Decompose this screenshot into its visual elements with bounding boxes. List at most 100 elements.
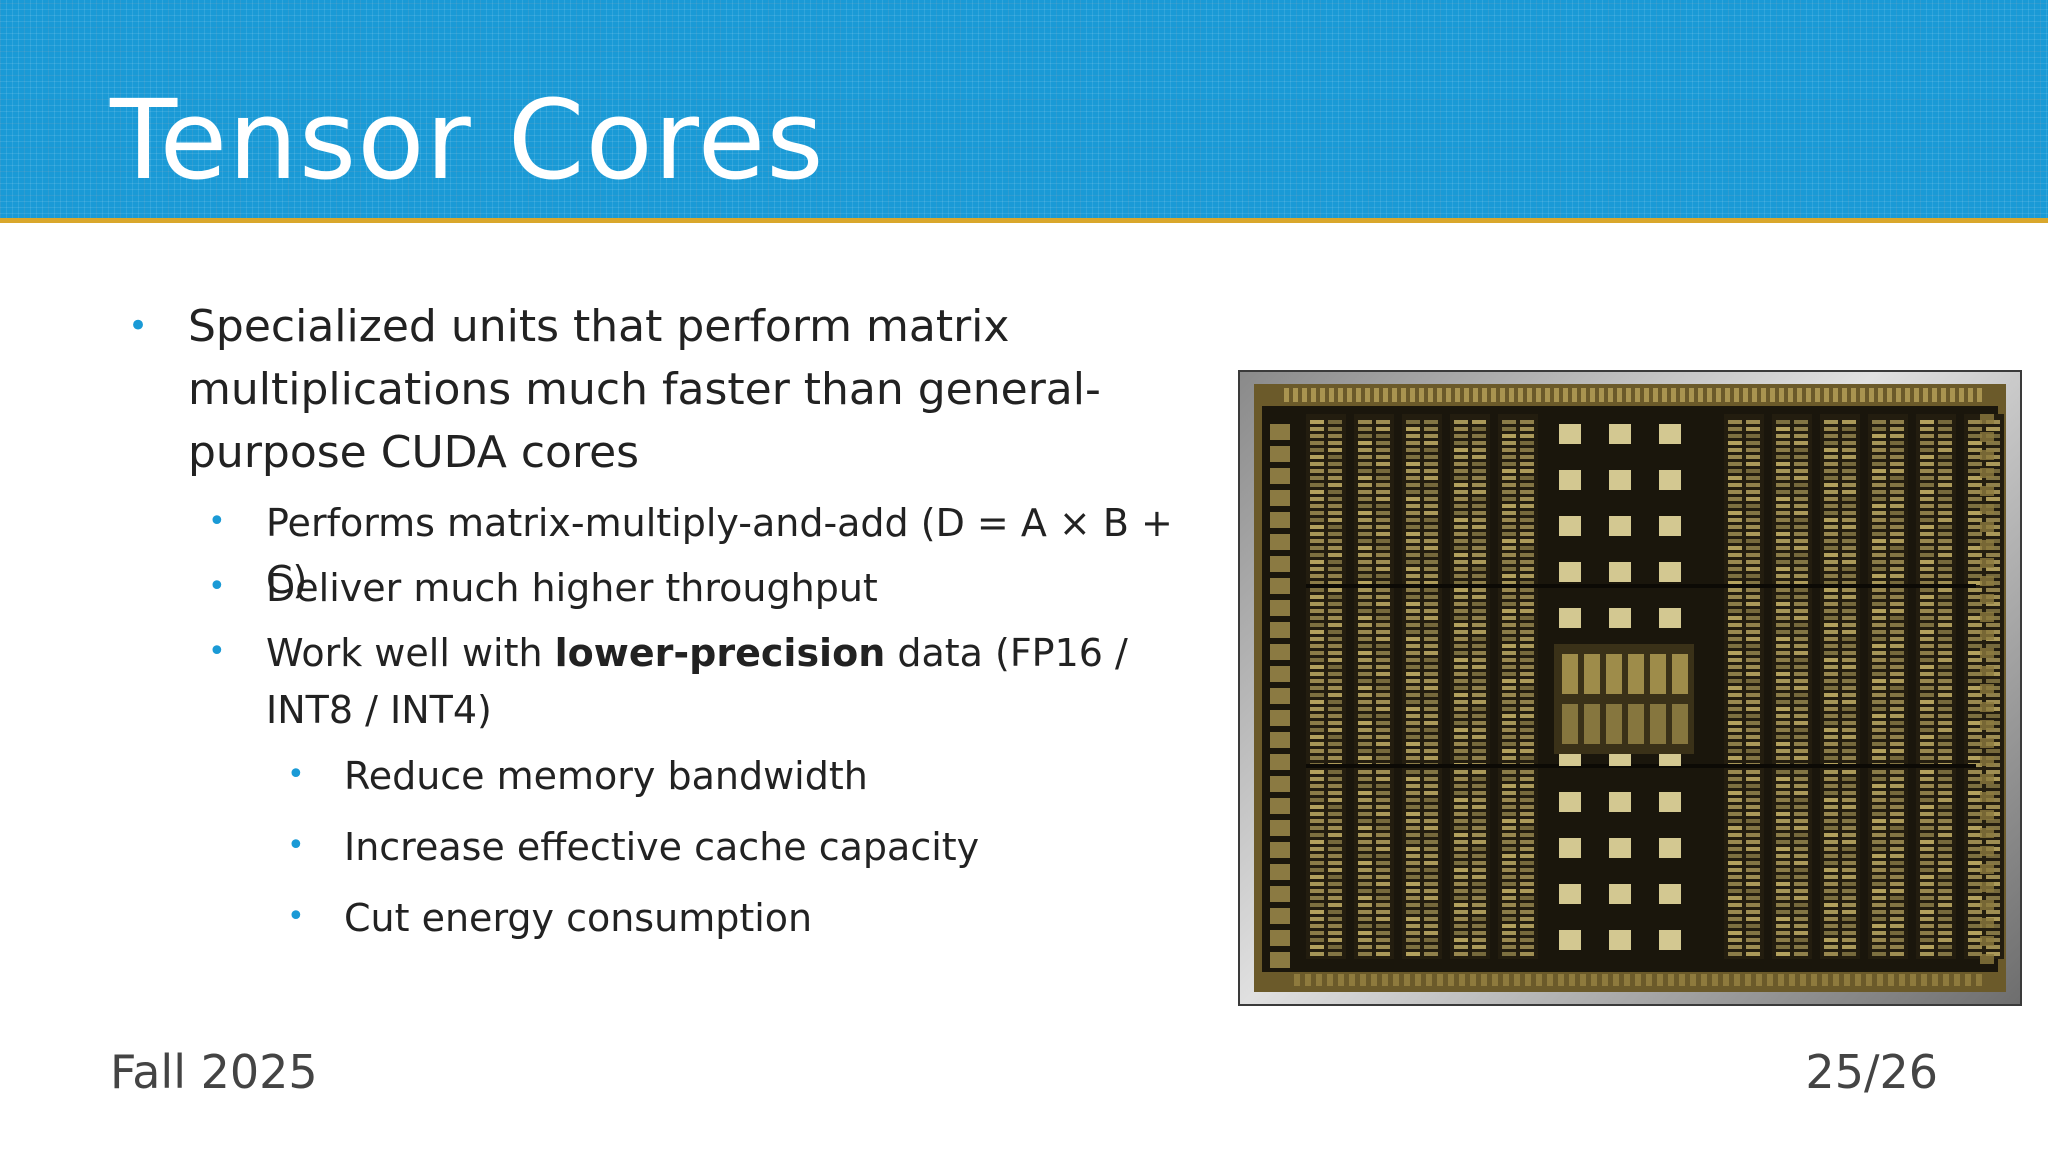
die-block <box>1794 567 1808 571</box>
die-block <box>1358 637 1372 641</box>
die-block <box>1376 805 1390 809</box>
die-block <box>1968 588 1982 592</box>
die-block <box>1520 819 1534 823</box>
die-block <box>1602 974 1608 986</box>
die-block <box>1938 812 1952 816</box>
die-block <box>1968 875 1982 879</box>
die-block <box>1472 819 1486 823</box>
die-block <box>1776 644 1790 648</box>
die-block <box>1376 945 1390 949</box>
die-block <box>1938 623 1952 627</box>
die-block <box>1746 791 1760 795</box>
die-block <box>1376 896 1390 900</box>
die-block <box>1746 420 1760 424</box>
die-block <box>1520 658 1534 662</box>
die-block <box>1358 805 1372 809</box>
die-block <box>1406 714 1420 718</box>
die-block <box>1968 749 1982 753</box>
die-block <box>1310 553 1324 557</box>
die-block <box>1842 714 1856 718</box>
die-block <box>1794 812 1808 816</box>
die-block <box>1986 784 2000 788</box>
die-block <box>1794 644 1808 648</box>
die-block <box>1824 518 1838 522</box>
die-block <box>1310 665 1324 669</box>
die-block <box>1728 868 1742 872</box>
die-block <box>1328 546 1342 550</box>
die-block <box>1920 434 1934 438</box>
die-block <box>1968 434 1982 438</box>
die-block <box>1406 700 1420 704</box>
die-block <box>1824 630 1838 634</box>
die-block <box>1376 630 1390 634</box>
die-block <box>1520 679 1534 683</box>
die-block <box>1424 623 1438 627</box>
die-block <box>1270 842 1290 858</box>
die-block <box>1502 469 1516 473</box>
die-block <box>1502 819 1516 823</box>
die-block <box>1659 608 1681 628</box>
die-block <box>1824 574 1838 578</box>
die-block <box>1518 388 1523 402</box>
die-block <box>1746 868 1760 872</box>
die-block <box>1794 560 1808 564</box>
die-block <box>1746 462 1760 466</box>
die-block <box>1520 812 1534 816</box>
die-block <box>1472 952 1486 956</box>
die-block <box>1842 770 1856 774</box>
die-block <box>1824 581 1838 585</box>
die-block <box>1609 792 1631 812</box>
die-block <box>1986 427 2000 431</box>
die-block <box>1520 910 1534 914</box>
die-block <box>1502 882 1516 886</box>
die-block <box>1968 497 1982 501</box>
die-block <box>1746 805 1760 809</box>
die-block <box>1424 574 1438 578</box>
die-block <box>1376 728 1390 732</box>
die-block <box>1376 448 1390 452</box>
die-block <box>1472 574 1486 578</box>
die-block <box>1938 672 1952 676</box>
die-block <box>1776 903 1790 907</box>
die-block <box>1358 623 1372 627</box>
die-block <box>1328 420 1342 424</box>
die-block <box>1520 588 1534 592</box>
die-block <box>1833 388 1838 402</box>
die-block <box>1424 679 1438 683</box>
die-block <box>1728 693 1742 697</box>
die-block <box>1938 917 1952 921</box>
die-block <box>1520 567 1534 571</box>
die-block <box>1980 720 1994 730</box>
die-block <box>1890 504 1904 508</box>
die-block <box>1424 462 1438 466</box>
die-block <box>1822 974 1828 986</box>
die-block <box>1872 868 1886 872</box>
die-block <box>1890 567 1904 571</box>
die-block <box>1406 686 1420 690</box>
die-block <box>1520 420 1534 424</box>
die-block <box>1310 679 1324 683</box>
die-block <box>1454 525 1468 529</box>
die-block <box>1454 819 1468 823</box>
die-block <box>1776 455 1790 459</box>
die-block <box>1872 455 1886 459</box>
die-block <box>1968 518 1982 522</box>
die-block <box>1986 553 2000 557</box>
die-block <box>1406 833 1420 837</box>
die-block <box>1472 826 1486 830</box>
die-block <box>1794 539 1808 543</box>
die-block <box>1270 556 1290 572</box>
die-block <box>1920 560 1934 564</box>
die-block <box>1270 512 1290 528</box>
die-block <box>1728 427 1742 431</box>
die-block <box>1659 562 1681 582</box>
die-block <box>1472 686 1486 690</box>
die-block <box>1472 728 1486 732</box>
die-block <box>1310 798 1324 802</box>
die-block <box>1776 742 1790 746</box>
die-block <box>1968 861 1982 865</box>
die-block <box>1794 889 1808 893</box>
die-block <box>1502 504 1516 508</box>
die-block <box>1310 490 1324 494</box>
die-block <box>1938 609 1952 613</box>
